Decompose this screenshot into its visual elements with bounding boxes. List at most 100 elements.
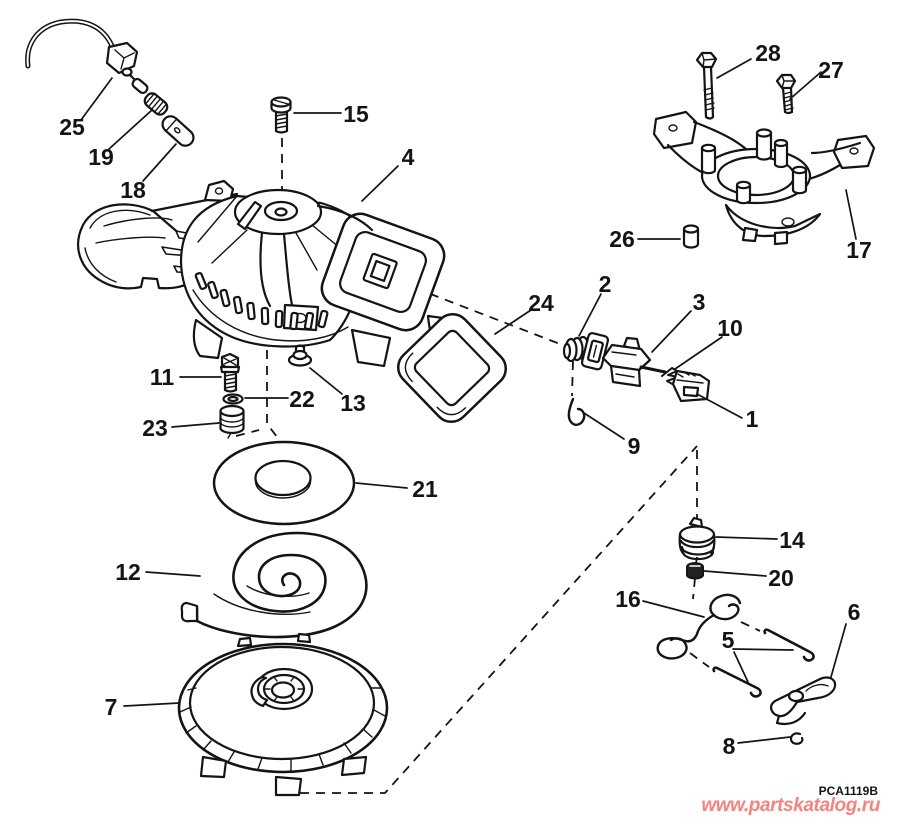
callout-10: 10 [717,315,743,341]
part-20-nut [686,562,704,580]
leader-25 [80,77,113,121]
axis-dashed-lines [235,138,761,794]
wing-accent [95,236,166,244]
leader-9 [583,412,625,440]
post [700,148,717,175]
frame-link [316,204,374,232]
pawl-base [775,711,807,726]
block-body [671,369,711,403]
part-11-screw [219,352,241,393]
tick [362,728,373,738]
cap-sides [678,532,716,555]
pin-rod [763,628,815,662]
latch-line [611,351,637,378]
screw-head-side [270,100,292,114]
bolt-threads [783,91,794,111]
part-7-pulley [177,632,389,797]
leader-1 [696,393,743,419]
part-15-screw [270,96,292,134]
callout-16: 16 [615,586,641,612]
rope-outline [25,18,115,69]
callout-15: 15 [343,101,369,127]
vent-slots [194,271,329,331]
callout-26: 26 [609,226,635,252]
part-28-bolt [695,51,718,120]
part-4-starter-housing [77,179,460,368]
post [755,133,773,161]
rope-anchor [131,77,149,95]
axis-line [235,429,260,437]
flange-tab [773,230,789,246]
handle-ferrule [121,67,133,77]
leader-4 [361,165,399,202]
callout-4: 4 [402,144,415,170]
rope-core [26,20,113,67]
wing-rim [89,209,151,229]
post-top [791,165,808,175]
callout-6: 6 [848,599,861,625]
pulley-tab [236,636,253,648]
spring-spiral [195,531,368,639]
part-2-grommet [562,332,610,371]
post-top [700,143,717,153]
callout-18: 18 [120,177,146,203]
wing-accent [103,217,173,227]
part-8-clip [789,732,804,745]
latch-pin [639,365,667,374]
leader-5b [733,651,749,683]
wire-upper-loop [709,593,742,621]
part-26-spacer [682,224,700,249]
callout-22: 22 [289,386,315,412]
leader-24 [494,309,532,335]
leader-27 [789,71,822,100]
vent [274,309,284,329]
bracket-arm [810,141,862,155]
screw-threads [224,373,237,389]
pulley-foot [340,755,368,777]
bracket-lower-flange [724,203,822,238]
part-16-wire-link [656,593,742,660]
callout-numbers: 25 19 18 15 4 28 27 17 26 24 2 3 10 1 9 … [59,40,872,759]
pulley-foot [274,775,303,797]
axis-line [266,318,282,443]
screw-threads [275,113,288,129]
post-top [735,180,752,190]
vent [303,311,315,331]
leader-20 [703,570,767,577]
callout-7: 7 [105,694,118,720]
vent [232,295,244,315]
part-24-gasket [396,312,508,424]
leader-10 [674,336,723,370]
washer-hole [254,459,312,497]
part-12-recoil-spring [180,531,368,639]
bracket-right-tab [832,134,876,170]
block-window [682,385,700,398]
watermark-url: www.partskatalog.ru [701,795,880,816]
hook-wire [567,397,586,426]
tick [373,709,386,717]
callout-9: 9 [628,433,641,459]
callout-2: 2 [599,271,612,297]
tick [227,751,235,763]
post [735,185,752,205]
axis-line [284,445,698,794]
callout-3: 3 [693,289,706,315]
nut-body [686,562,704,580]
flange-slot [592,344,598,358]
block-ridges [677,371,696,378]
tick [185,725,197,734]
leader-21 [355,482,408,489]
vent [246,301,256,321]
tick [257,757,263,770]
part-21-washer [212,440,356,526]
pulley-foot [199,755,228,779]
leader-5a [732,648,794,651]
top-tab-hole [214,187,224,195]
handle-facet [114,49,135,70]
screw-collar [219,365,241,374]
post [791,170,808,195]
callout-24: 24 [528,290,554,316]
leader-28 [716,58,752,79]
